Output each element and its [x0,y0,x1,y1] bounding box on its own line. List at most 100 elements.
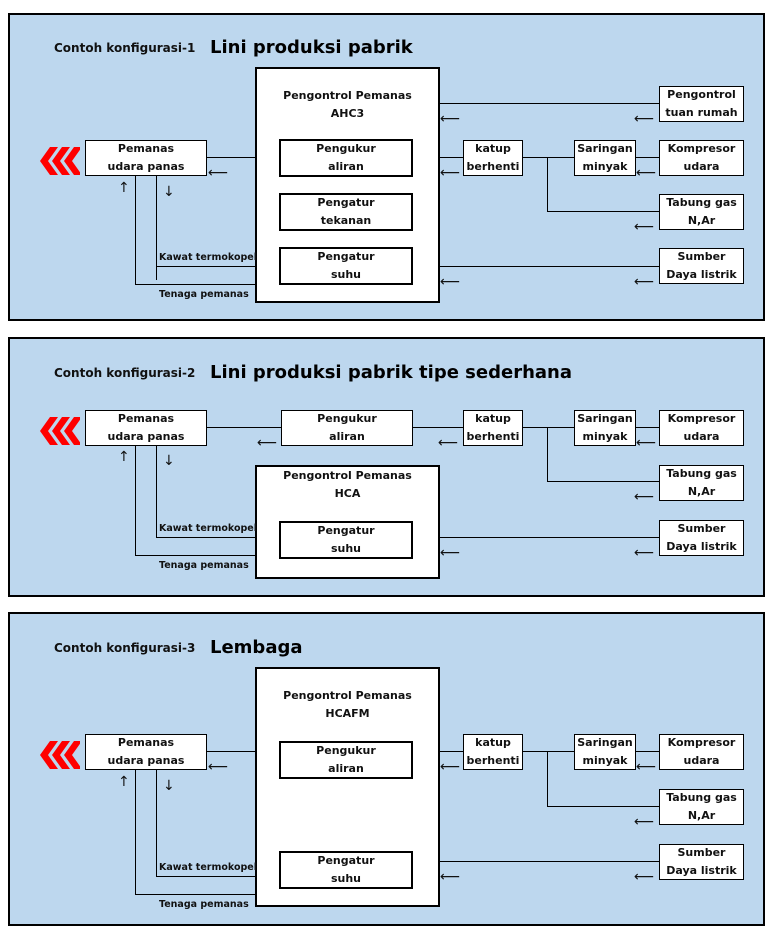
heater-controller-box: Pengontrol Pemanas HCA Pengatur suhu [255,465,440,579]
heater-power-line-h [135,284,255,285]
power-line [440,537,659,538]
flow-meter-module: Pengukur aliran [279,139,413,177]
gas-branch-v [547,157,548,212]
config-label: Contoh konfigurasi-3 [54,641,196,655]
heater-power-line-v [135,176,136,285]
box-line-2: minyak [582,160,628,173]
temperature-regulator-module: Pengatur suhu [279,521,413,559]
panel-title: Lembaga [210,637,303,658]
power-line [440,861,659,862]
box-line-2: berhenti [466,430,520,443]
controller-name: Pengontrol Pemanas [283,469,412,482]
arrow-left-icon: ⟵ [634,489,655,505]
box-line-2: N,Ar [687,214,716,227]
host-controller-box: Pengontrol tuan rumah [659,86,744,122]
hot-air-output-chevron-icon [40,417,80,445]
box-line-2: minyak [582,754,628,767]
gas-cylinder-box: Tabung gas N,Ar [659,789,744,825]
heater-flowmeter-line [207,427,281,428]
heater-controller-line [207,751,255,752]
arrow-left-icon: ⟵ [440,759,461,775]
box-line-1: Kompresor [667,142,736,155]
arrow-up-icon: ↑ [118,449,130,465]
arrow-left-icon: ⟵ [440,869,461,885]
controller-model: HCAFM [325,707,370,720]
power-source-box: Sumber Daya listrik [659,248,744,284]
valve-controller-line [440,751,463,752]
module-line-2: suhu [330,268,362,281]
temperature-regulator-module: Pengatur suhu [279,247,413,285]
arrow-up-icon: ↑ [118,774,130,790]
box-line-1: Kompresor [667,412,736,425]
box-line-1: Sumber [677,250,726,263]
arrow-left-icon: ⟵ [440,274,461,290]
power-source-box: Sumber Daya listrik [659,520,744,556]
module-line-1: Pengatur [317,196,375,209]
thermocouple-wire-h [156,876,255,877]
thermocouple-wire-v [156,446,157,538]
thermocouple-wire-v [156,176,157,280]
module-line-2: suhu [330,872,362,885]
box-line-2: aliran [329,430,365,443]
heater-power-line-v [135,446,136,556]
box-line-1: Sumber [677,522,726,535]
box-line-2: Daya listrik [666,540,737,553]
thermocouple-label: Kawat termokopel [159,862,257,873]
arrow-left-icon: ⟵ [634,274,655,290]
stop-valve-box: katup berhenti [463,734,523,770]
stop-valve-box: katup berhenti [463,140,523,176]
arrow-left-icon: ⟵ [634,545,655,561]
config-panel-3: Contoh konfigurasi-3 Lembaga Pemanas uda… [8,612,765,926]
arrow-left-icon: ⟵ [636,165,657,181]
arrow-down-icon: ↓ [163,184,175,200]
gas-branch-h [547,806,659,807]
flowmeter-valve-line [413,427,463,428]
heater-controller-box: Pengontrol Pemanas AHC3 Pengukur aliran … [255,67,440,303]
config-panel-1: Contoh konfigurasi-1 Lini produksi pabri… [8,13,765,321]
heater-line-2: udara panas [107,160,185,173]
arrow-up-icon: ↑ [118,180,130,196]
config-label: Contoh konfigurasi-2 [54,366,196,380]
box-line-2: N,Ar [687,485,716,498]
arrow-left-icon: ⟵ [634,814,655,830]
box-line-1: katup [475,412,511,425]
box-line-1: katup [475,142,511,155]
heater-line-1: Pemanas [117,142,175,155]
box-line-1: Saringan [577,412,633,425]
box-line-2: udara [683,160,720,173]
panel-title: Lini produksi pabrik [210,37,413,58]
gas-branch-v [547,427,548,482]
heater-power-label: Tenaga pemanas [159,899,249,910]
heater-line-1: Pemanas [117,736,175,749]
valve-filter-line [523,751,574,752]
power-source-box: Sumber Daya listrik [659,844,744,880]
box-line-1: Pengontrol [667,88,736,101]
box-line-2: Daya listrik [666,268,737,281]
hot-air-heater-box: Pemanas udara panas [85,410,207,446]
panel-title: Lini produksi pabrik tipe sederhana [210,362,572,383]
air-compressor-box: Kompresor udara [659,410,744,446]
box-line-2: berhenti [466,160,520,173]
heater-power-line-h [135,555,255,556]
box-line-1: Tabung gas [666,467,737,480]
heater-line-1: Pemanas [117,412,175,425]
gas-cylinder-box: Tabung gas N,Ar [659,194,744,230]
module-line-1: Pengukur [316,744,376,757]
heater-power-line-v [135,770,136,895]
arrow-left-icon: ⟵ [636,759,657,775]
thermocouple-wire-h [156,537,255,538]
arrow-left-icon: ⟵ [634,111,655,127]
box-line-1: Saringan [577,142,633,155]
module-line-1: Pengatur [317,524,375,537]
thermocouple-wire-v [156,770,157,877]
arrow-left-icon: ⟵ [440,165,461,181]
controller-model: HCA [334,487,361,500]
stop-valve-box: katup berhenti [463,410,523,446]
oil-filter-box: Saringan minyak [574,734,636,770]
heater-power-label: Tenaga pemanas [159,289,249,300]
box-line-2: udara [683,754,720,767]
box-line-1: Saringan [577,736,633,749]
thermocouple-wire-h [156,266,255,267]
valve-filter-line [523,157,574,158]
module-line-1: Pengatur [317,250,375,263]
